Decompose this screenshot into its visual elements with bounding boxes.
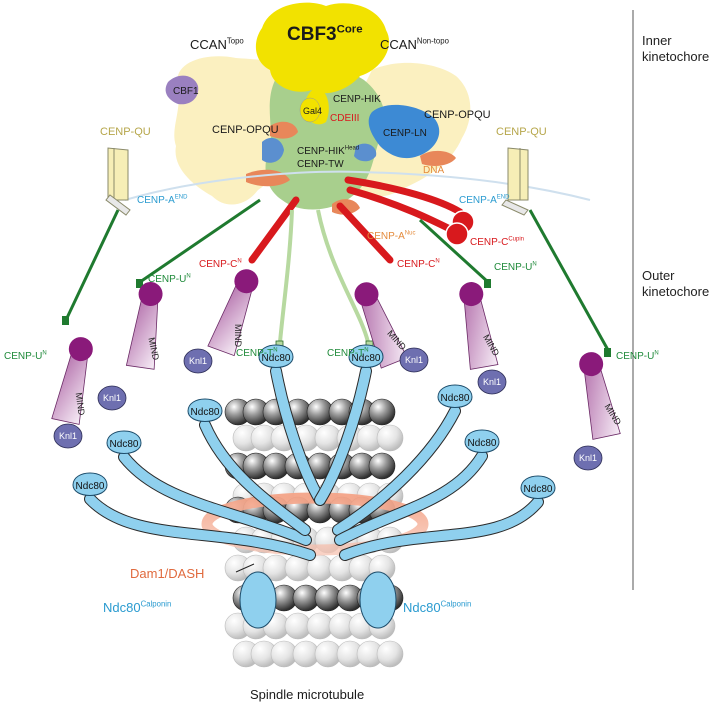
knl1-label: Knl1 [483, 377, 501, 387]
microtubule-ring [232, 640, 404, 668]
knl1-label: Knl1 [405, 355, 423, 365]
cbf1-blob [165, 75, 199, 105]
tubulin-subunit [368, 452, 396, 480]
dam1-pointer [235, 563, 255, 573]
ndc80-complex: Ndc80 [106, 430, 312, 546]
gal4-blob [299, 97, 321, 123]
cenp-t-n-right-label: CENP-TN [327, 347, 369, 359]
mind-head [459, 282, 484, 307]
cenp-qu-left-label: CENP-QU [100, 126, 151, 138]
cenp-opqu-right-label: CENP-OPQU [424, 109, 491, 121]
knl1-label: Knl1 [59, 431, 77, 441]
gal4-label: Gal4 [303, 106, 323, 116]
cenp-qu-left [105, 147, 131, 216]
ndc80-complex: Ndc80 [332, 384, 473, 536]
cenp-hik-head-blob [262, 137, 377, 163]
ndc80-label: Ndc80 [441, 393, 470, 404]
mind-label: MIND [233, 324, 243, 347]
ndc80-complex: Ndc80 [334, 429, 500, 546]
outer-kinetochore-assemblies: MINDKnl1MINDKnl1MINDKnl1Ndc80Ndc80Ndc80N… [51, 269, 623, 629]
mind-complex: MIND [459, 282, 502, 370]
ndc80-calponin-right-label: Ndc80Calponin [403, 599, 472, 615]
cenp-u-n-label-3: CENP-UN [4, 350, 47, 362]
mind-complex: MIND [125, 282, 163, 370]
knl1: Knl1 [183, 348, 213, 374]
cenp-hik-label: CENP-HIK [333, 94, 381, 105]
cenp-a-nuc-label: CENP-ANuc [367, 230, 416, 242]
cenp-t-n-left-label: CENP-TN [236, 347, 278, 359]
cenp-c-cupin-label: CENP-CCupin [470, 236, 525, 248]
knl1: Knl1 [573, 445, 603, 471]
cenp-u-n-label-4: CENP-UN [616, 350, 659, 362]
ndc80-calponin-domains [239, 571, 397, 629]
cenp-tw-label: CENP-TW [297, 159, 344, 170]
cenp-a-end-left-label: CENP-AEND [137, 194, 188, 206]
cenp-ln-blob [368, 104, 440, 159]
cenp-t-strands [278, 209, 370, 343]
knl1-label: Knl1 [103, 393, 121, 403]
ndc80-label: Ndc80 [110, 439, 139, 450]
mind-complex: MIND [51, 337, 93, 425]
ndc80-label: Ndc80 [524, 484, 553, 495]
cenp-qu-right [501, 147, 529, 216]
knl1-label: Knl1 [579, 453, 597, 463]
ndc80-complex: Ndc80 [339, 475, 556, 561]
dam1-label: Dam1/DASH [130, 566, 205, 581]
cenp-u-ends [62, 279, 611, 357]
knl1: Knl1 [97, 385, 127, 411]
dna-label: DNA [423, 165, 445, 176]
cenp-c-n-left-label: CENP-CN [199, 258, 242, 270]
tubulin-subunit [376, 640, 404, 668]
ndc80-label: Ndc80 [468, 438, 497, 449]
cenp-a-end-right-label: CENP-AEND [459, 194, 510, 206]
ndc80-label: Ndc80 [262, 353, 291, 364]
knl1: Knl1 [53, 423, 83, 449]
microtubule-ring [232, 424, 404, 452]
cenp-opqu-left-label: CENP-OPQU [212, 124, 279, 136]
cenp-qu-right-label: CENP-QU [496, 126, 547, 138]
ndc80-label: Ndc80 [191, 407, 220, 418]
spindle-microtubule-label: Spindle microtubule [250, 687, 365, 702]
mind-head [579, 352, 604, 377]
knl1: Knl1 [399, 347, 429, 373]
cdeiii-label: CDEIII [330, 113, 360, 124]
mind-label: MIND [74, 392, 87, 417]
ndc80-calponin-left-label: Ndc80Calponin [103, 599, 172, 615]
ccan-nontopo-label: CCANNon-topo [380, 36, 449, 52]
mind-head [354, 282, 379, 307]
cenp-c-cupin-spheres [445, 210, 475, 246]
cenp-u-n-label-1: CENP-UN [148, 273, 191, 285]
microtubule-ring [224, 398, 396, 426]
cenp-u-linkers [64, 198, 610, 351]
cenp-ln-label: CENP-LN [383, 128, 427, 139]
cenp-u-n-label-2: CENP-UN [494, 261, 537, 273]
ccan-topo-label: CCANTopo [190, 36, 244, 52]
tubulin-subunit [368, 398, 396, 426]
cenp-c-n-right-label: CENP-CN [397, 258, 440, 270]
knl1: Knl1 [477, 369, 507, 395]
ndc80-label: Ndc80 [352, 353, 381, 364]
microtubule-ring [224, 554, 396, 582]
mind-head [234, 269, 259, 294]
cenp-hik-head-label: CENP-HIKHead [297, 145, 360, 157]
ndc80-complex: Ndc80 [187, 398, 311, 536]
ndc80-complex: Ndc80 [72, 472, 316, 561]
mind-complex: MIND [207, 269, 259, 357]
mind-head [68, 337, 93, 362]
cbf3-core-label: CBF3Core [287, 23, 363, 45]
mind-head [138, 282, 163, 307]
tubulin-subunit [376, 424, 404, 452]
knl1-label: Knl1 [189, 356, 207, 366]
ndc80-complex: Ndc80 [314, 344, 384, 506]
mind-label: MIND [146, 337, 161, 362]
ndc80-complex: Ndc80 [258, 344, 326, 506]
cbf1-label: CBF1 [173, 86, 199, 97]
ndc80-label: Ndc80 [76, 481, 105, 492]
